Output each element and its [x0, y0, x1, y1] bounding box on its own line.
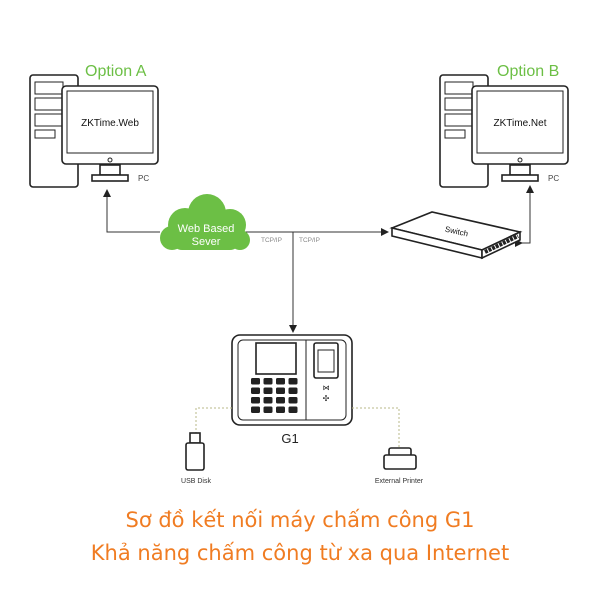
keypad-key: [263, 397, 273, 404]
nav-key-icon: ✣: [323, 394, 330, 403]
usb-icon: [185, 432, 205, 471]
network-switch: Switch: [389, 211, 523, 260]
device-screen: [255, 342, 297, 375]
usb-label: USB Disk: [181, 478, 211, 485]
cloud-label-line2: Sever: [192, 236, 221, 248]
keypad-key: [276, 378, 285, 385]
pc-option-a: Option A ZKTime.Web PC: [29, 63, 159, 188]
monitor-icon: [471, 85, 569, 182]
link-usb: [195, 407, 232, 433]
printer-label: External Printer: [375, 478, 424, 485]
keypad-key: [276, 387, 285, 394]
cloud-label-line1: Web Based: [178, 223, 235, 235]
tcp-ip-label: TCP/IP: [299, 237, 320, 244]
keypad-key: [276, 406, 285, 413]
pc-option-b: Option B ZKTime.Net PC: [439, 63, 569, 188]
keypad-key: [251, 378, 260, 385]
keypad-key: [251, 397, 260, 404]
keypad-key: [276, 397, 285, 404]
web-server-cloud: Web Based Sever: [160, 194, 250, 250]
keypad-key: [263, 378, 273, 385]
keypad-key: [251, 406, 260, 413]
keypad-key: [263, 406, 273, 413]
fingerprint-sensor-icon: [313, 342, 339, 379]
keypad-key: [288, 397, 298, 404]
usb-disk: USB Disk: [181, 432, 211, 485]
pc-label: PC: [138, 174, 149, 183]
keypad-key: [251, 387, 260, 394]
tcp-ip-label: TCP/IP: [261, 237, 282, 244]
link-cloud-to-pc-a: [103, 189, 160, 233]
g1-device: ⋈ ✣ G1: [231, 334, 353, 446]
pc-label: PC: [548, 174, 559, 183]
device-keypad: [251, 378, 298, 413]
software-label: ZKTime.Web: [81, 118, 139, 129]
option-a-label: Option A: [85, 63, 147, 80]
link-switch-to-pc-b: [515, 185, 534, 247]
caption-line2: Khả năng chấm công từ xa qua Internet: [90, 541, 510, 565]
option-b-label: Option B: [497, 63, 559, 80]
keypad-key: [288, 406, 298, 413]
printer-icon: [383, 447, 417, 470]
device-label: G1: [281, 431, 298, 446]
keypad-key: [263, 387, 273, 394]
caption-line1: Sơ đồ kết nối máy chấm công G1: [125, 508, 475, 532]
link-printer: [352, 407, 400, 448]
external-printer: External Printer: [375, 447, 424, 485]
software-label: ZKTime.Net: [494, 118, 547, 129]
monitor-icon: [61, 85, 159, 182]
connections: TCP/IP TCP/IP: [103, 185, 534, 333]
rfid-icon: ⋈: [323, 385, 330, 392]
cloud-icon: [160, 194, 250, 250]
keypad-key: [288, 378, 298, 385]
keypad-key: [288, 387, 298, 394]
switch-ports: [484, 234, 519, 254]
